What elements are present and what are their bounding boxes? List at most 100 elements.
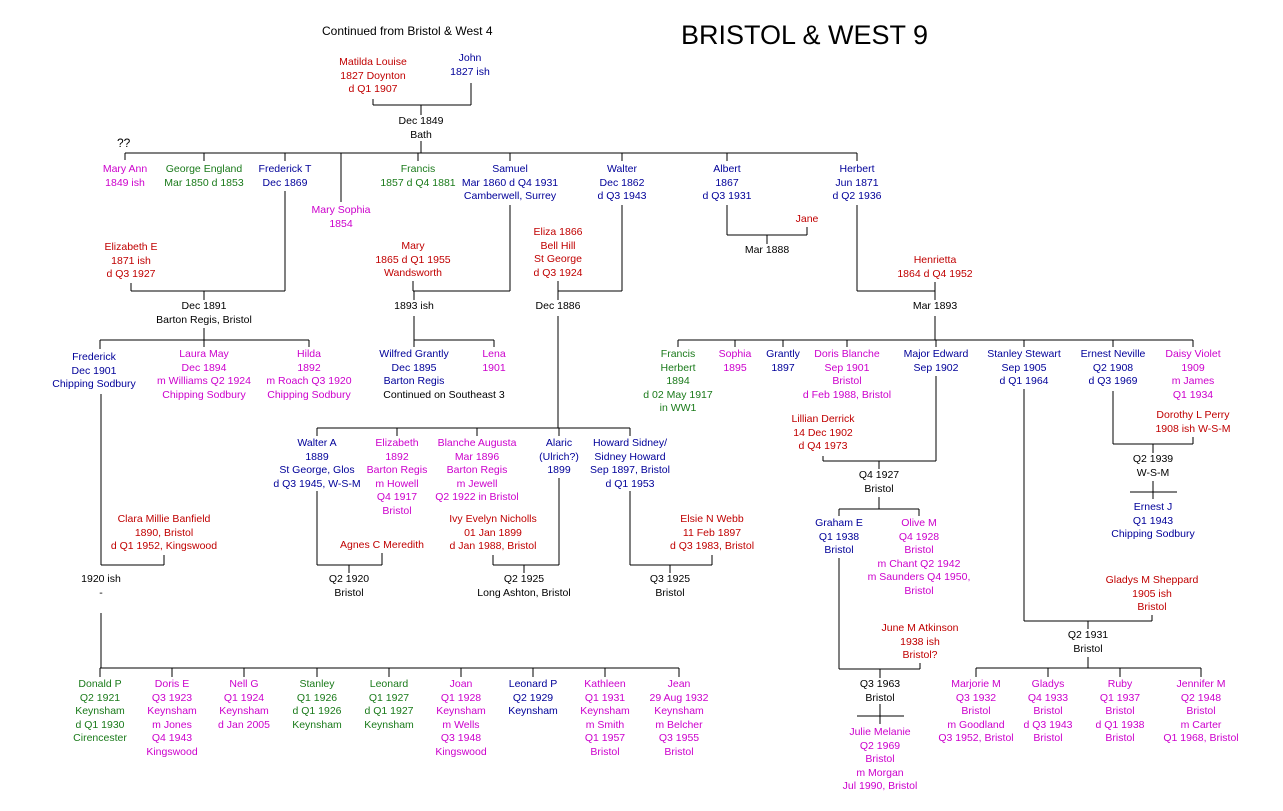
person-line: Q2 1908: [1092, 361, 1134, 374]
person-line: Elizabeth E: [104, 241, 158, 253]
person-line: Q2 1969: [859, 739, 901, 752]
person-line: Graham E: [815, 517, 863, 529]
person-line: m Goodland: [947, 718, 1005, 731]
person-line: Bath: [410, 128, 432, 141]
person-line: m Belcher: [655, 718, 703, 731]
person-line: Keynsham: [364, 718, 414, 731]
person-line: Keynsham: [436, 705, 486, 717]
person-line: Q3 1963: [859, 678, 901, 690]
person-line: Kingswood: [146, 745, 198, 758]
person-line: Herbert: [839, 163, 875, 175]
person-line: Francis: [400, 163, 436, 175]
person-line: Q2 1920: [328, 573, 370, 585]
person-line: Q1 1938: [818, 530, 860, 543]
person-line: Bristol: [1105, 732, 1135, 744]
person-line: Q2 1925: [503, 573, 545, 585]
person-line: in WW1: [659, 402, 697, 414]
person-line: Ivy Evelyn Nicholls: [449, 513, 537, 525]
person-line: Elsie N Webb: [680, 513, 744, 525]
person-line: 1865 d Q1 1955: [375, 253, 451, 266]
person-line: d Q1 1927: [364, 705, 414, 717]
person-line: Q3 1948: [440, 732, 482, 744]
person-line: Bristol: [904, 584, 934, 597]
person-line: Mar 1850 d 1853: [164, 176, 244, 189]
person-line: Bristol: [904, 544, 934, 556]
person-line: Keynsham: [508, 705, 558, 717]
person-line: Barton Regis: [366, 464, 428, 476]
person-line: Barton Regis, Bristol: [156, 313, 252, 326]
person-line: Barton Regis: [446, 464, 508, 476]
person-line: Bristol: [961, 705, 991, 717]
person-line: 1867: [715, 176, 739, 189]
person-line: 1827 ish: [450, 65, 490, 78]
person-line: Keynsham: [219, 705, 269, 717]
person-line: Sep 1905: [1001, 361, 1047, 374]
person-line: Howard Sidney/: [592, 437, 668, 449]
person-line: Ernest Neville: [1080, 348, 1146, 360]
person-line: Bell Hill: [540, 239, 576, 252]
person-line: Dec 1849: [398, 115, 444, 127]
person-line: Frederick: [72, 351, 116, 363]
person-line: Doris E: [154, 678, 190, 690]
person-line: m Wells: [442, 718, 480, 731]
person-line: Mar 1860 d Q4 1931: [461, 176, 559, 189]
person-line: Donald P: [78, 678, 122, 690]
person-line: 1908 ish W-S-M: [1155, 422, 1231, 435]
person-line: Bristol: [1186, 705, 1216, 717]
person-line: d Q3 1931: [702, 190, 752, 202]
person-line: m Chant Q2 1942: [877, 557, 961, 570]
person-line: Blanche Augusta: [437, 437, 517, 449]
person-line: Bristol: [382, 504, 412, 517]
person-line: Walter A: [297, 437, 337, 449]
person-line: Lillian Derrick: [791, 413, 855, 425]
person-line: Q3 1923: [151, 691, 193, 704]
page-title: BRISTOL & WEST 9: [681, 20, 929, 50]
person-line: Bristol: [1073, 642, 1103, 655]
person-line: Doris Blanche: [814, 348, 880, 360]
person-line: m Morgan: [856, 766, 904, 779]
person-line: Q3 1952, Bristol: [938, 732, 1014, 744]
person-line: Barton Regis: [383, 375, 445, 387]
person-line: Kathleen: [584, 678, 626, 690]
person-line: Henrietta: [913, 254, 957, 266]
person-jane: Jane: [796, 213, 819, 227]
person-line: d Jan 1988, Bristol: [449, 540, 537, 552]
person-line: 29 Aug 1932: [649, 691, 709, 704]
person-line: d Q1 1907: [348, 83, 398, 95]
person-line: Keynsham: [580, 705, 630, 717]
person-line: Frederick T: [258, 163, 312, 175]
person-line: Walter: [607, 163, 637, 175]
person-line: Leonard: [369, 678, 409, 690]
person-line: Dec 1862: [599, 176, 645, 189]
person-line: Keynsham: [654, 705, 704, 717]
person-line: Q1 1934: [1172, 388, 1214, 401]
person-line: Ernest J: [1133, 501, 1173, 513]
person-line: 1897: [771, 361, 795, 374]
person-line: Lena: [482, 348, 506, 360]
